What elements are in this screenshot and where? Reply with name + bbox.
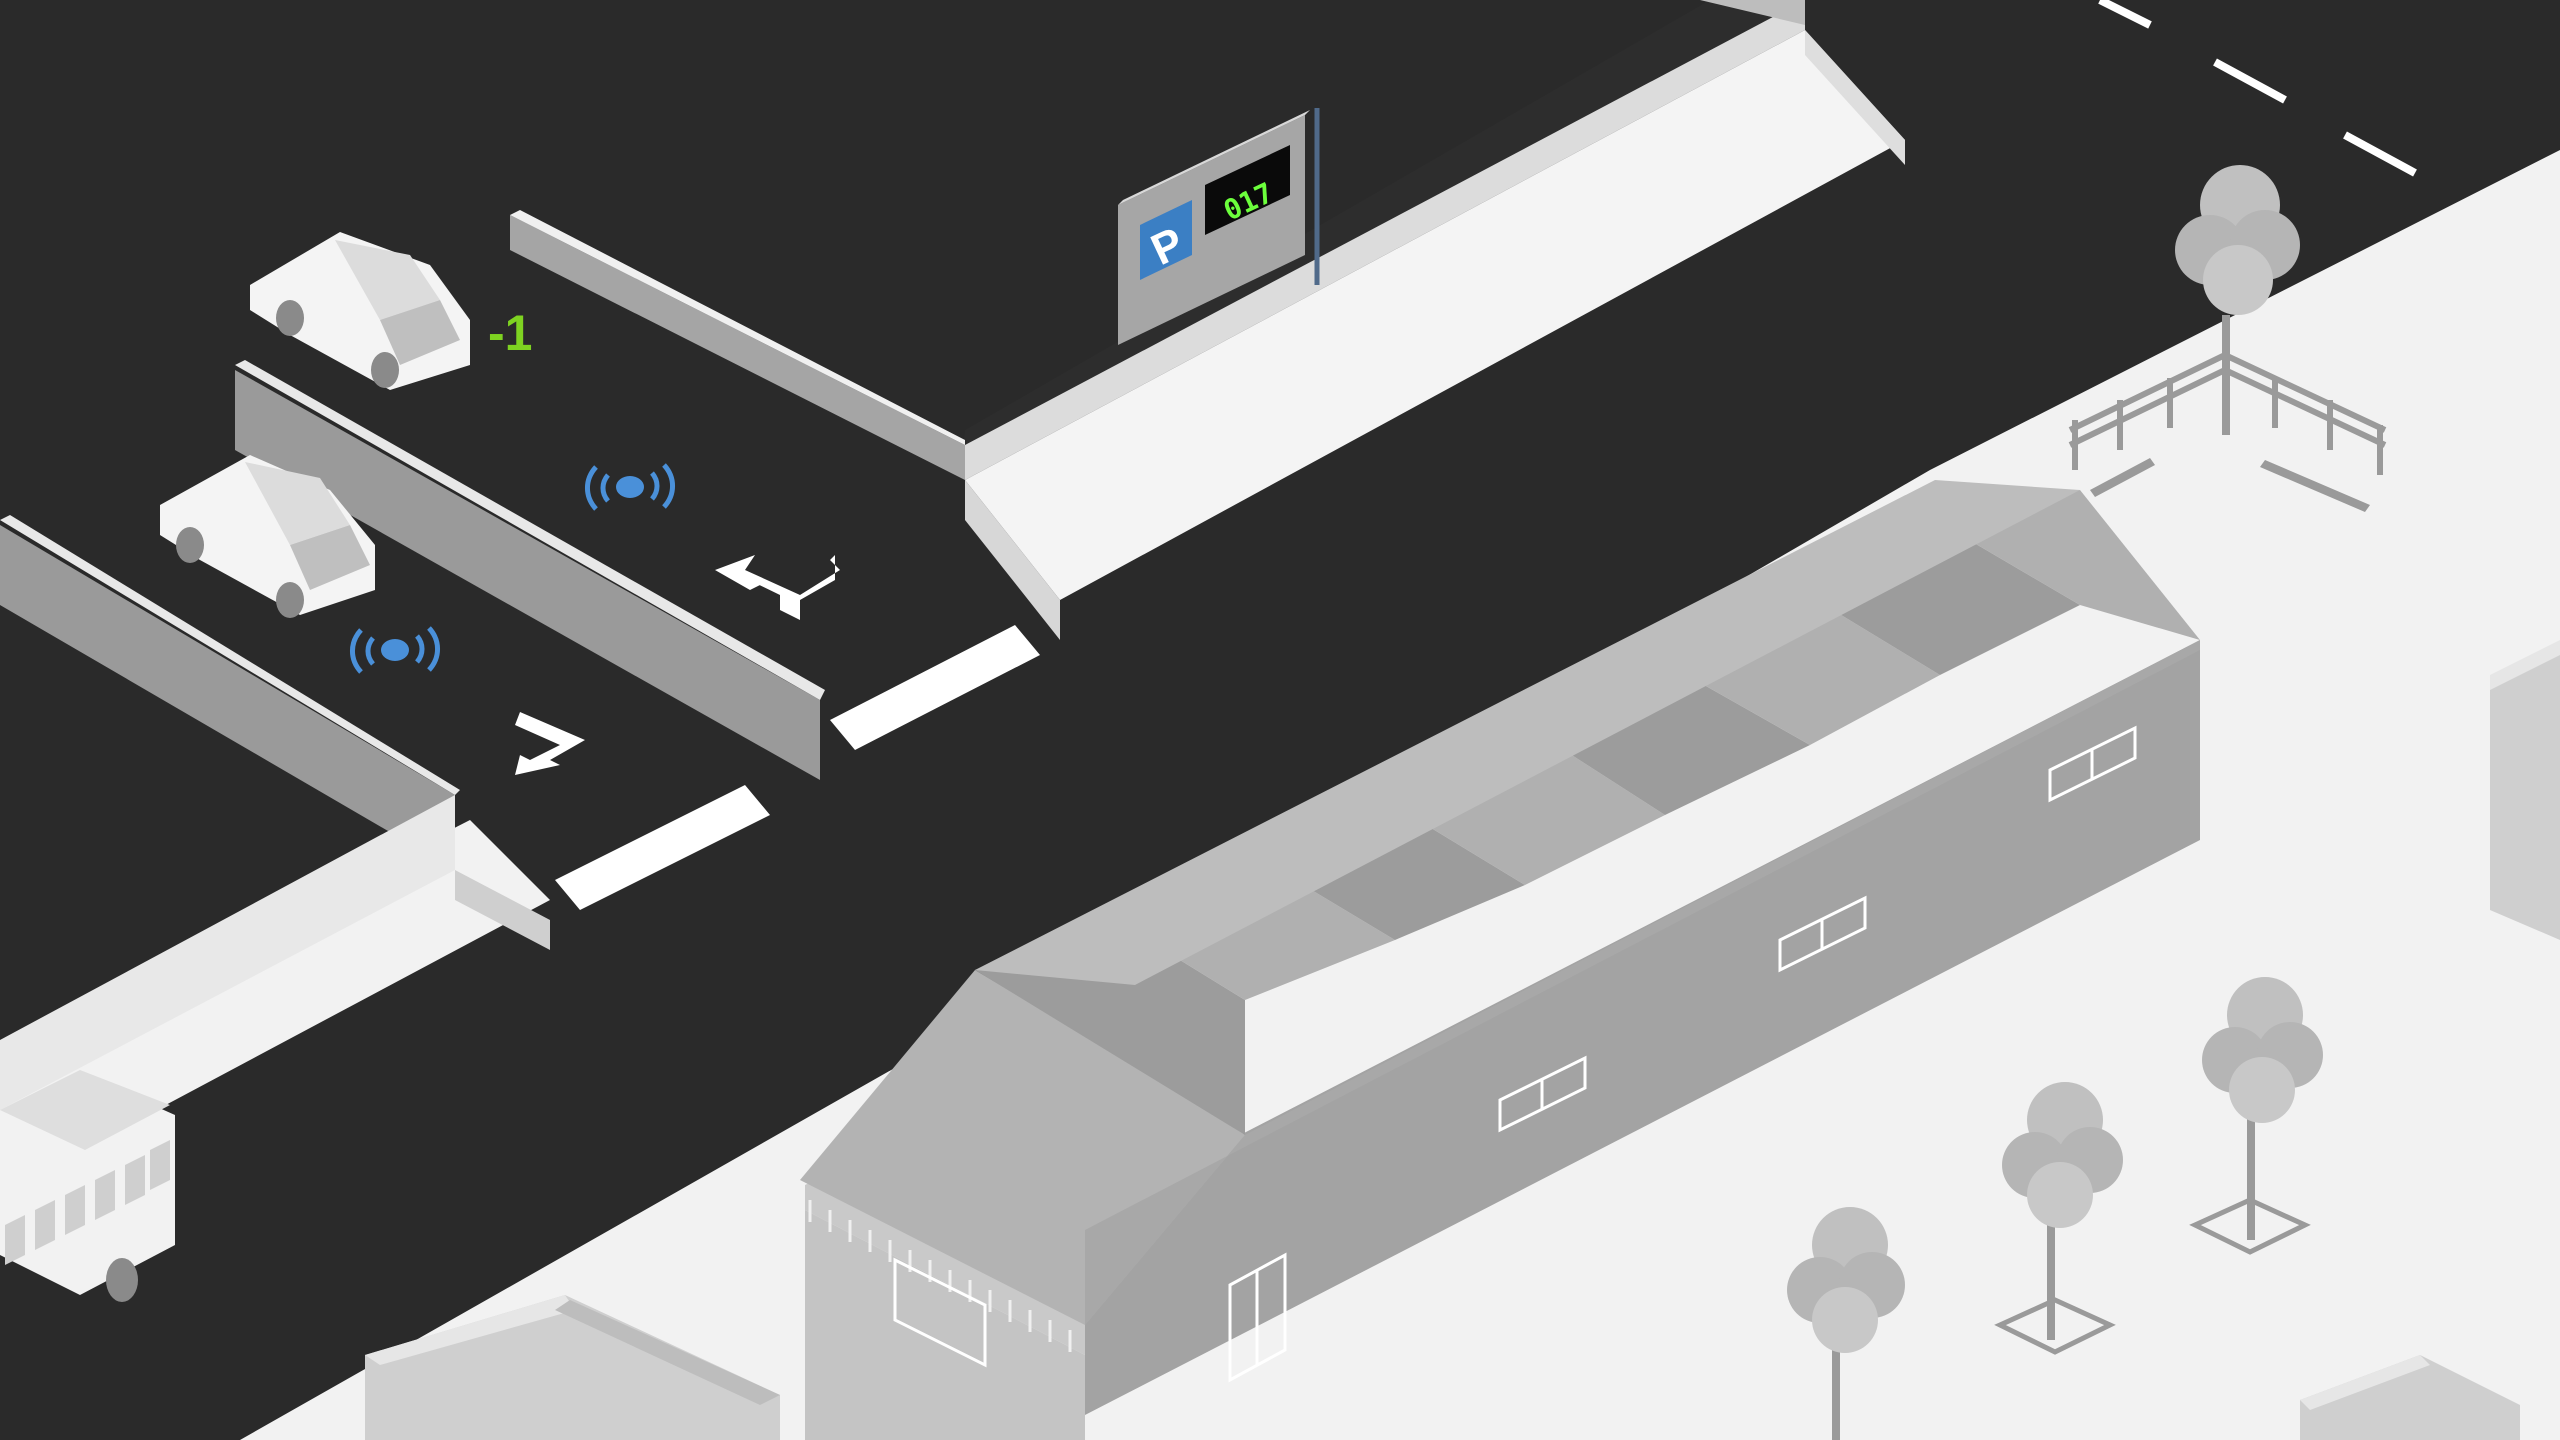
plaza-benches <box>2090 458 2370 512</box>
stop-line-lower <box>555 785 770 910</box>
parking-lot-upper <box>510 0 1905 640</box>
building-main <box>800 480 2200 1440</box>
building-lower-left <box>365 1295 780 1440</box>
parking-symbol-panel <box>1140 200 1192 280</box>
tree-plaza <box>2175 165 2300 435</box>
tree-3 <box>2189 977 2323 1255</box>
building-windows <box>1498 725 2137 1133</box>
bus <box>0 1070 175 1302</box>
tree-1 <box>1787 1207 1905 1440</box>
tree-2 <box>1994 1082 2123 1355</box>
storefront-window <box>893 1257 987 1368</box>
divider-wall <box>235 370 820 780</box>
turn-arrow-upper <box>715 555 840 620</box>
car-delta-indicator: -1 <box>488 305 532 361</box>
lot-wall-left <box>510 215 965 480</box>
car-lower <box>160 455 375 618</box>
stop-line-upper <box>830 625 1040 750</box>
building-lower-right <box>2300 1355 2520 1440</box>
plaza-fence <box>2068 352 2387 475</box>
car-upper <box>250 232 470 390</box>
turn-arrow-lower <box>515 712 585 775</box>
building-right-edge <box>2490 640 2560 940</box>
building-door <box>1228 1252 1287 1383</box>
sensor-lower <box>350 626 440 674</box>
sensor-upper <box>585 463 675 511</box>
parking-lot-left <box>0 515 550 1110</box>
parking-sign: P 017 <box>1118 108 1320 345</box>
availability-display <box>1205 145 1290 235</box>
